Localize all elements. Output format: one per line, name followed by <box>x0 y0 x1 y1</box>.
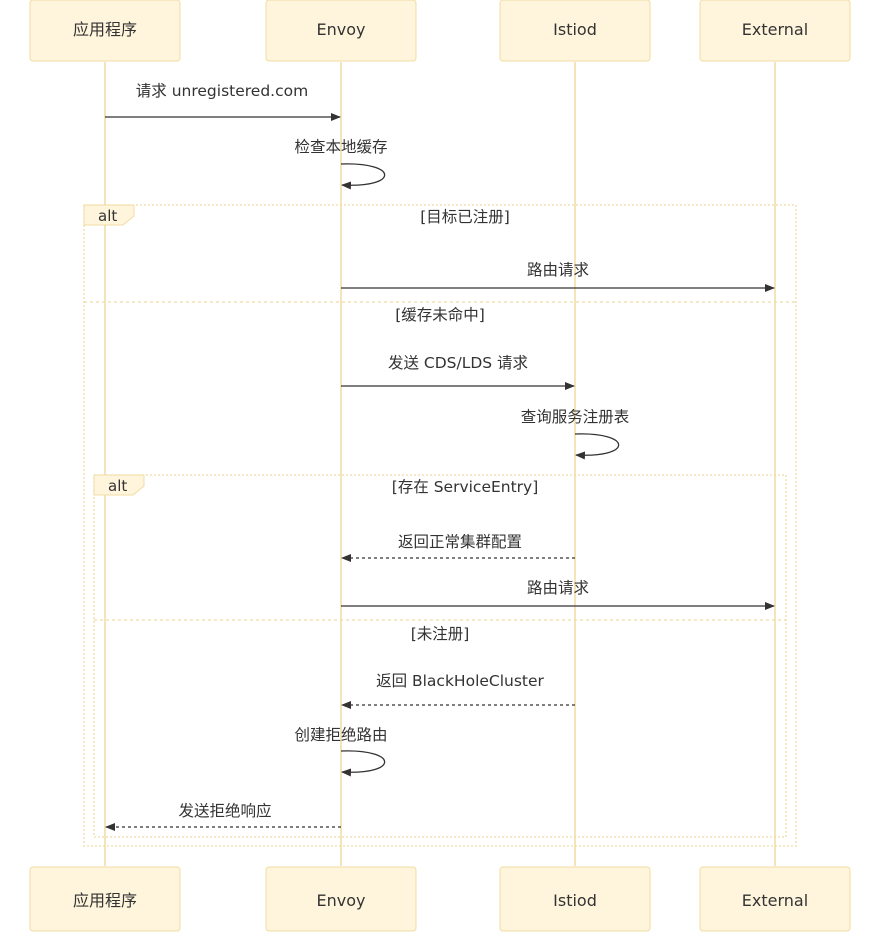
alt-condition-outer-1: [目标已注册] <box>420 208 510 226</box>
message-label: 请求 unregistered.com <box>136 82 308 100</box>
alt-frame-inner <box>93 474 787 838</box>
participant-box-app <box>29 866 181 932</box>
message-label: 发送拒绝响应 <box>178 801 271 820</box>
self-message-arrow <box>574 433 620 460</box>
message-label: 返回 BlackHoleCluster <box>376 672 544 690</box>
participant-box-external <box>699 866 851 932</box>
participant-box-istiod <box>499 866 651 932</box>
participant-label-app: 应用程序 <box>73 20 137 39</box>
participant-box-istiod <box>499 0 651 62</box>
self-message-arrow <box>340 163 386 190</box>
message-label: 检查本地缓存 <box>294 138 387 156</box>
alt-fragment-inner: alt [存在 ServiceEntry] [未注册] <box>93 474 787 838</box>
alt-frame-outer <box>83 204 797 847</box>
participant-label-app: 应用程序 <box>73 891 137 910</box>
alt-tag-inner <box>93 474 145 496</box>
participant-label-envoy: Envoy <box>317 20 366 39</box>
lifelines <box>104 62 776 866</box>
message-label: 查询服务注册表 <box>521 408 630 426</box>
participant-label-istiod: Istiod <box>553 20 597 39</box>
participant-label-envoy: Envoy <box>317 891 366 910</box>
participant-box-envoy <box>265 0 417 62</box>
message-label: 返回正常集群配置 <box>398 533 522 551</box>
alt-condition-inner-1: [存在 ServiceEntry] <box>392 478 539 496</box>
message-label: 路由请求 <box>527 579 589 597</box>
participant-box-app <box>29 0 181 62</box>
participant-label-external: External <box>742 891 808 910</box>
alt-fragment-outer: alt [目标已注册] [缓存未命中] <box>83 204 797 847</box>
message-label: 创建拒绝路由 <box>294 726 387 744</box>
participant-box-external <box>699 0 851 62</box>
messages: 请求 unregistered.com 检查本地缓存 路由请求 发送 CDS/L… <box>105 82 775 831</box>
participant-box-envoy <box>265 866 417 932</box>
alt-condition-inner-2: [未注册] <box>411 625 470 643</box>
alt-tag-outer <box>83 204 135 226</box>
alt-label-inner: alt <box>108 477 127 495</box>
participants-top: 应用程序 Envoy Istiod External <box>29 0 851 62</box>
participant-label-istiod: Istiod <box>553 891 597 910</box>
message-label: 路由请求 <box>527 261 589 279</box>
participants-bottom: 应用程序 Envoy Istiod External <box>29 866 851 932</box>
message-label: 发送 CDS/LDS 请求 <box>388 354 528 372</box>
participant-label-external: External <box>742 20 808 39</box>
self-message-arrow <box>340 750 386 777</box>
alt-condition-outer-2: [缓存未命中] <box>395 306 485 324</box>
alt-label-outer: alt <box>98 207 117 225</box>
